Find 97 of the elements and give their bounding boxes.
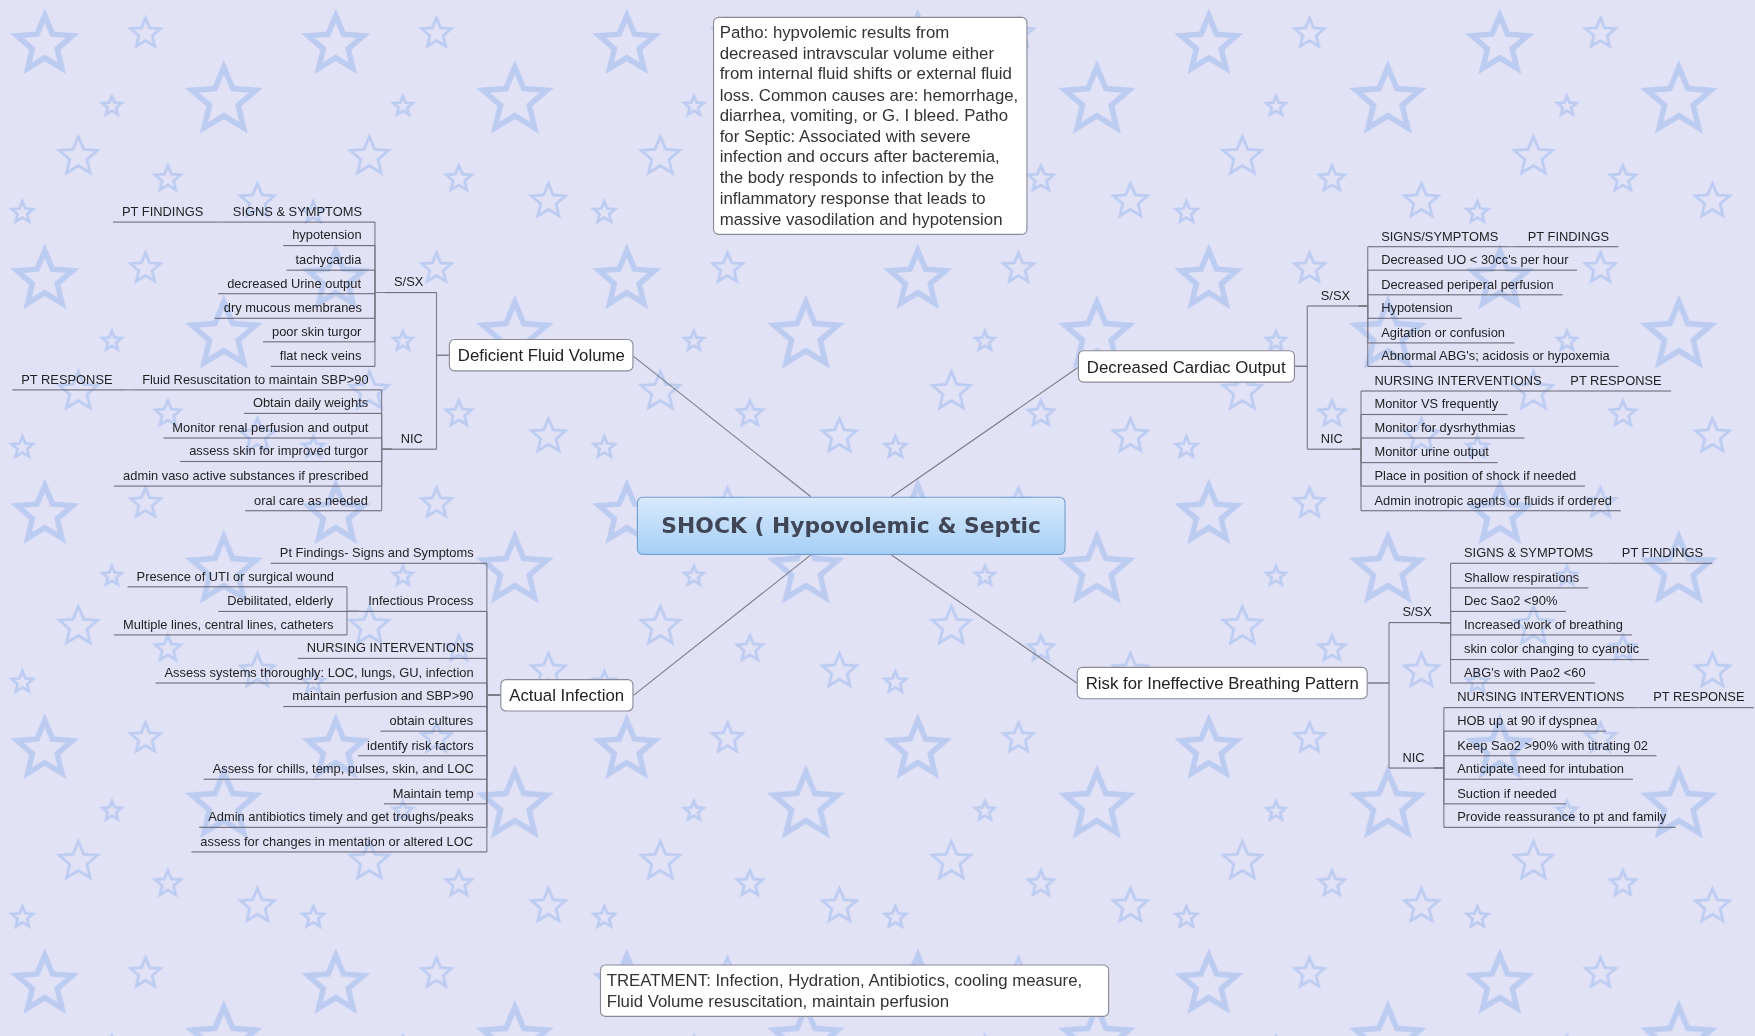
connector-line [125,389,134,391]
topic-box [500,679,633,712]
topic-label: Actual Infection [509,685,625,705]
topic-label: Pt Findings- Signs and Symptoms [279,545,474,560]
branch-line [632,554,812,696]
topic-label: decreased Urine output [227,276,362,290]
topic-label: assess for changes in mentation or altered LOC [200,834,473,849]
topic-label: Suction if needed [1457,786,1557,800]
topic-label: NURSING INTERVENTIONS [1374,373,1542,388]
connector-line [381,448,393,512]
topic-label: maintain perfusion and SBP>90 [292,689,474,703]
topic-label: Agitation or confusion [1381,325,1505,339]
topic-label: Obtain daily weights [252,396,369,410]
topic-label: Fluid Resuscitation to maintain SBP>90 [142,372,369,386]
connector-line [1351,448,1362,512]
topic-label: Debilitated, elderly [227,594,334,608]
topic-label: obtain cultures [389,713,474,728]
connector-line [1601,562,1609,564]
topic-label: SIGNS & SYMPTOMS [1464,545,1594,560]
topic-label: Assess for chills, temp, pulses, skin, and LOC [212,761,474,776]
topic-label: Deficient Fluid Volume [457,345,625,365]
topic-label: NIC [400,431,423,446]
topic-label: Increased work of breathing [1464,617,1623,631]
topic-label: Admin antibiotics timely and get troughs/peaks [208,810,474,824]
topic-label: hypotension [292,228,362,242]
topic-label: dry mucous membranes [223,300,362,315]
topic-label: Dec Sao2 <90% [1464,594,1558,608]
connector-line [346,610,360,636]
note-text: TREATMENT: Infection, Hydration, Antibiotics, cooling measure, Fluid Volume resuscitation, maintain perfusion [606,970,1084,1012]
topic-label: PT RESPONSE [1653,690,1745,704]
topic-label: Shallow respirations [1464,570,1580,584]
topic-label: poor skin turgor [272,324,362,338]
topic-label: Monitor renal perfusion and output [172,420,369,435]
connector-line [435,354,450,450]
topic-label: Monitor urine output [1374,445,1489,459]
topic-box [1076,666,1368,700]
topic-label: PT RESPONSE [1570,373,1662,388]
topic-box [448,339,634,372]
topic-label: Place in position of shock if needed [1374,468,1577,483]
connector-line [1433,767,1445,828]
topic-label: Decreased Cardiac Output [1086,356,1286,376]
topic-label: Monitor VS frequently [1374,397,1499,411]
topic-label: Presence of UTI or surgical wound [136,569,334,583]
topic-label: PT FINDINGS [1621,545,1704,560]
topic-label: NIC [1402,750,1425,765]
topic-label: PT FINDINGS [122,204,204,219]
topic-label: S/SX [1402,605,1432,619]
topic-label: S/SX [394,275,424,289]
topic-label: Multiple lines, central lines, catheters [123,617,334,631]
topic-label: Monitor for dysrhythmias [1374,420,1516,435]
connector-line [1549,390,1558,392]
topic-label: assess skin for improved turgor [189,444,368,458]
branch-line [890,366,1079,498]
topic-label: ABG's with Pao2 <60 [1464,665,1586,680]
central-topic-box [636,496,1066,555]
topic-label: Decreased UO < 30cc's per hour [1381,252,1569,267]
connector-line [486,694,501,853]
topic-label: Provide reassurance to pt and family [1457,810,1667,824]
connector-line [374,292,386,367]
topic-label: Assess systems thoroughly: LOC, lungs, GU, infection [164,665,474,680]
branch-line [890,554,1078,684]
connector-line [1439,622,1452,684]
topic-label: PT FINDINGS [1527,229,1610,243]
topic-label: tachycardia [295,252,362,267]
topic-label: SIGNS & SYMPTOMS [232,204,363,219]
topic-box [1077,350,1295,383]
connector-line [1294,365,1308,450]
connector-line [1367,682,1390,769]
topic-label: Decreased periperal perfusion [1381,277,1554,291]
topic-label: S/SX [1320,288,1351,303]
topic-label: Infectious Process [368,594,474,608]
topic-label: Risk for Ineffective Breathing Pattern [1085,673,1359,693]
topic-label: Maintain temp [392,786,474,800]
topic-label: Admin inotropic agents or fluids if ordered [1374,493,1612,507]
topic-label: flat neck veins [279,349,362,363]
topic-label: admin vaso active substances if prescribed [123,468,369,483]
connector-line [216,221,225,223]
topic-label: SIGNS/SYMPTOMS [1381,229,1499,243]
topic-label: PT RESPONSE [21,372,113,386]
connector-line [1507,246,1515,248]
note-text: Patho: hypvolemic results from decreased intravscular volume either from internal fluid shifts or external fluid loss. Common causes are: hemorrhage, diarrhea, vomiting, or G. I bleed. Patho for Septic: Associated with severe infection and occurs after bacteremia, the body responds to infection by the inflammatory response that leads to massive vasodilation and hypotension [719,22,1020,230]
topic-label: NURSING INTERVENTIONS [306,641,474,655]
central-topic-label: SHOCK ( Hypovolemic & Septic [661,512,1041,539]
topic-label: NIC [1320,431,1343,446]
connector-line [1358,305,1369,367]
topic-label: Abnormal ABG's; acidosis or hypoxemia [1381,349,1610,363]
topic-label: Hypotension [1381,300,1453,315]
topic-label: HOB up at 90 if dyspnea [1457,713,1598,728]
topic-label: NURSING INTERVENTIONS [1457,690,1625,704]
topic-label: skin color changing to cyanotic [1464,642,1640,656]
topic-label: identify risk factors [367,738,474,752]
branch-line [632,355,812,498]
connector-line [1632,707,1641,709]
topic-label: Keep Sao2 >90% with titrating 02 [1457,738,1648,752]
topic-label: oral care as needed [254,493,368,507]
note-box [599,964,1110,1017]
topic-label: Anticipate need for intubation [1457,761,1624,776]
